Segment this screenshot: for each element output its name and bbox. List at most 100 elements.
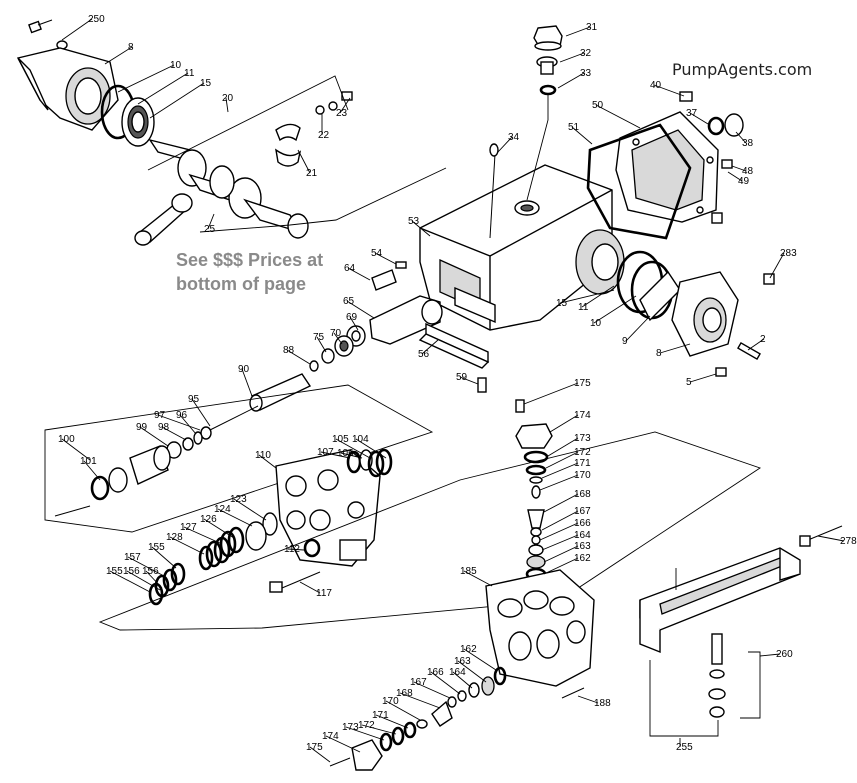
callout-leader bbox=[355, 438, 387, 459]
sight-glass-part-37 bbox=[707, 113, 744, 137]
stud-bracket-line bbox=[740, 651, 761, 719]
callout-leader bbox=[346, 300, 375, 319]
callout-number: 174 bbox=[322, 731, 339, 742]
callout-leader bbox=[325, 735, 361, 753]
plunger-rod-part-64 bbox=[371, 269, 397, 291]
callout-leader bbox=[183, 526, 223, 545]
callout-leader bbox=[299, 581, 321, 594]
ring-part-172 bbox=[525, 464, 547, 476]
bearing-part-11 bbox=[121, 97, 155, 147]
callout-number: 15 bbox=[200, 78, 212, 89]
callout-number: 100 bbox=[58, 434, 75, 445]
callout-leader bbox=[179, 414, 197, 435]
callout-leader bbox=[191, 398, 211, 427]
callout-leader bbox=[361, 724, 397, 735]
callout-number: 38 bbox=[742, 138, 754, 149]
callout-number: 8 bbox=[128, 42, 134, 53]
callout-labels: 2508101115202322212531323334405051373848… bbox=[58, 14, 857, 763]
callout-leader bbox=[339, 97, 351, 114]
callout-number: 56 bbox=[418, 349, 430, 360]
callout-number: 37 bbox=[686, 108, 698, 119]
callout-leader bbox=[411, 220, 431, 237]
screw-part-5 bbox=[715, 367, 727, 377]
callout-leader bbox=[769, 252, 785, 279]
callout-leader bbox=[747, 338, 765, 351]
manifold-part-110 bbox=[275, 449, 381, 567]
callout-leader bbox=[137, 72, 189, 105]
screw-part-175-lower bbox=[329, 757, 351, 767]
connecting-rod-part-25 bbox=[134, 193, 193, 246]
ring-part-88 bbox=[309, 360, 319, 372]
callout-leader bbox=[545, 451, 579, 469]
callout-leader bbox=[83, 460, 101, 481]
callout-leader bbox=[316, 336, 327, 353]
callout-number: 166 bbox=[427, 667, 444, 678]
screw-part-188 bbox=[561, 687, 585, 699]
callout-number: 15 bbox=[556, 298, 568, 309]
callout-number: 11 bbox=[578, 302, 589, 313]
oil-cap-part-31 bbox=[533, 25, 563, 51]
screw-part-23 bbox=[341, 91, 353, 101]
cap-part-174-lower bbox=[351, 739, 383, 771]
callout-leader bbox=[149, 82, 205, 119]
callout-number: 20 bbox=[222, 93, 234, 104]
washer-part-70 bbox=[334, 335, 354, 357]
callout-number: 32 bbox=[580, 48, 592, 59]
callout-leader bbox=[593, 295, 637, 324]
callout-leader bbox=[375, 714, 409, 729]
callout-leader bbox=[151, 546, 177, 569]
callout-leader bbox=[463, 570, 493, 587]
callout-leader bbox=[497, 136, 513, 153]
callout-leader bbox=[345, 726, 385, 741]
callout-number: 163 bbox=[454, 656, 471, 667]
callout-number: 96 bbox=[176, 410, 188, 421]
screw-part-117 bbox=[269, 571, 321, 593]
spring-retainer-part-171 bbox=[529, 476, 543, 484]
callout-number: 21 bbox=[306, 168, 318, 179]
callout-leader bbox=[539, 474, 579, 491]
callout-number: 97 bbox=[154, 410, 166, 421]
callout-number: 171 bbox=[372, 710, 389, 721]
callout-number: 112 bbox=[284, 544, 300, 555]
callout-leader bbox=[581, 285, 615, 308]
plug-part-32 bbox=[536, 56, 558, 75]
callout-leader bbox=[225, 97, 229, 113]
o-ring-part-172-lower bbox=[391, 726, 405, 746]
callout-leader bbox=[689, 373, 717, 383]
oil-cap-leader bbox=[526, 95, 549, 201]
callout-number: 65 bbox=[343, 296, 355, 307]
callout-number: 250 bbox=[88, 14, 105, 25]
callout-leader bbox=[127, 556, 165, 577]
callout-number: 127 bbox=[180, 522, 197, 533]
callout-number: 166 bbox=[574, 518, 591, 529]
o-ring-part-112 bbox=[303, 538, 321, 558]
callout-number: 75 bbox=[313, 332, 325, 343]
packing-part-128 bbox=[198, 545, 214, 571]
callout-number: 95 bbox=[188, 394, 200, 405]
callout-number: 50 bbox=[592, 100, 604, 111]
callout-number: 64 bbox=[344, 263, 356, 274]
seal-case-part-100 bbox=[129, 445, 171, 485]
callout-number: 175 bbox=[306, 742, 323, 753]
callout-number: 105 bbox=[332, 434, 349, 445]
callout-number: 117 bbox=[316, 588, 332, 599]
callout-leader bbox=[117, 64, 175, 93]
rail-part-255 bbox=[639, 547, 801, 654]
seat-part-167 bbox=[530, 527, 542, 537]
callout-number: 172 bbox=[358, 720, 375, 731]
callout-leader bbox=[217, 508, 253, 527]
callout-number: 90 bbox=[238, 364, 250, 375]
callout-number: 170 bbox=[574, 470, 591, 481]
crosshead-part-65 bbox=[369, 295, 443, 345]
callout-leader bbox=[287, 548, 305, 551]
valve-part-168 bbox=[527, 509, 545, 529]
callout-number: 163 bbox=[574, 541, 591, 552]
crankshaft-guide-line bbox=[199, 167, 447, 233]
callout-number: 156 bbox=[123, 566, 140, 577]
manifold-part-185 bbox=[485, 569, 595, 687]
valve-part-164-lower bbox=[468, 682, 480, 698]
callout-number: 101 bbox=[80, 456, 97, 467]
callout-number: 31 bbox=[586, 22, 598, 33]
